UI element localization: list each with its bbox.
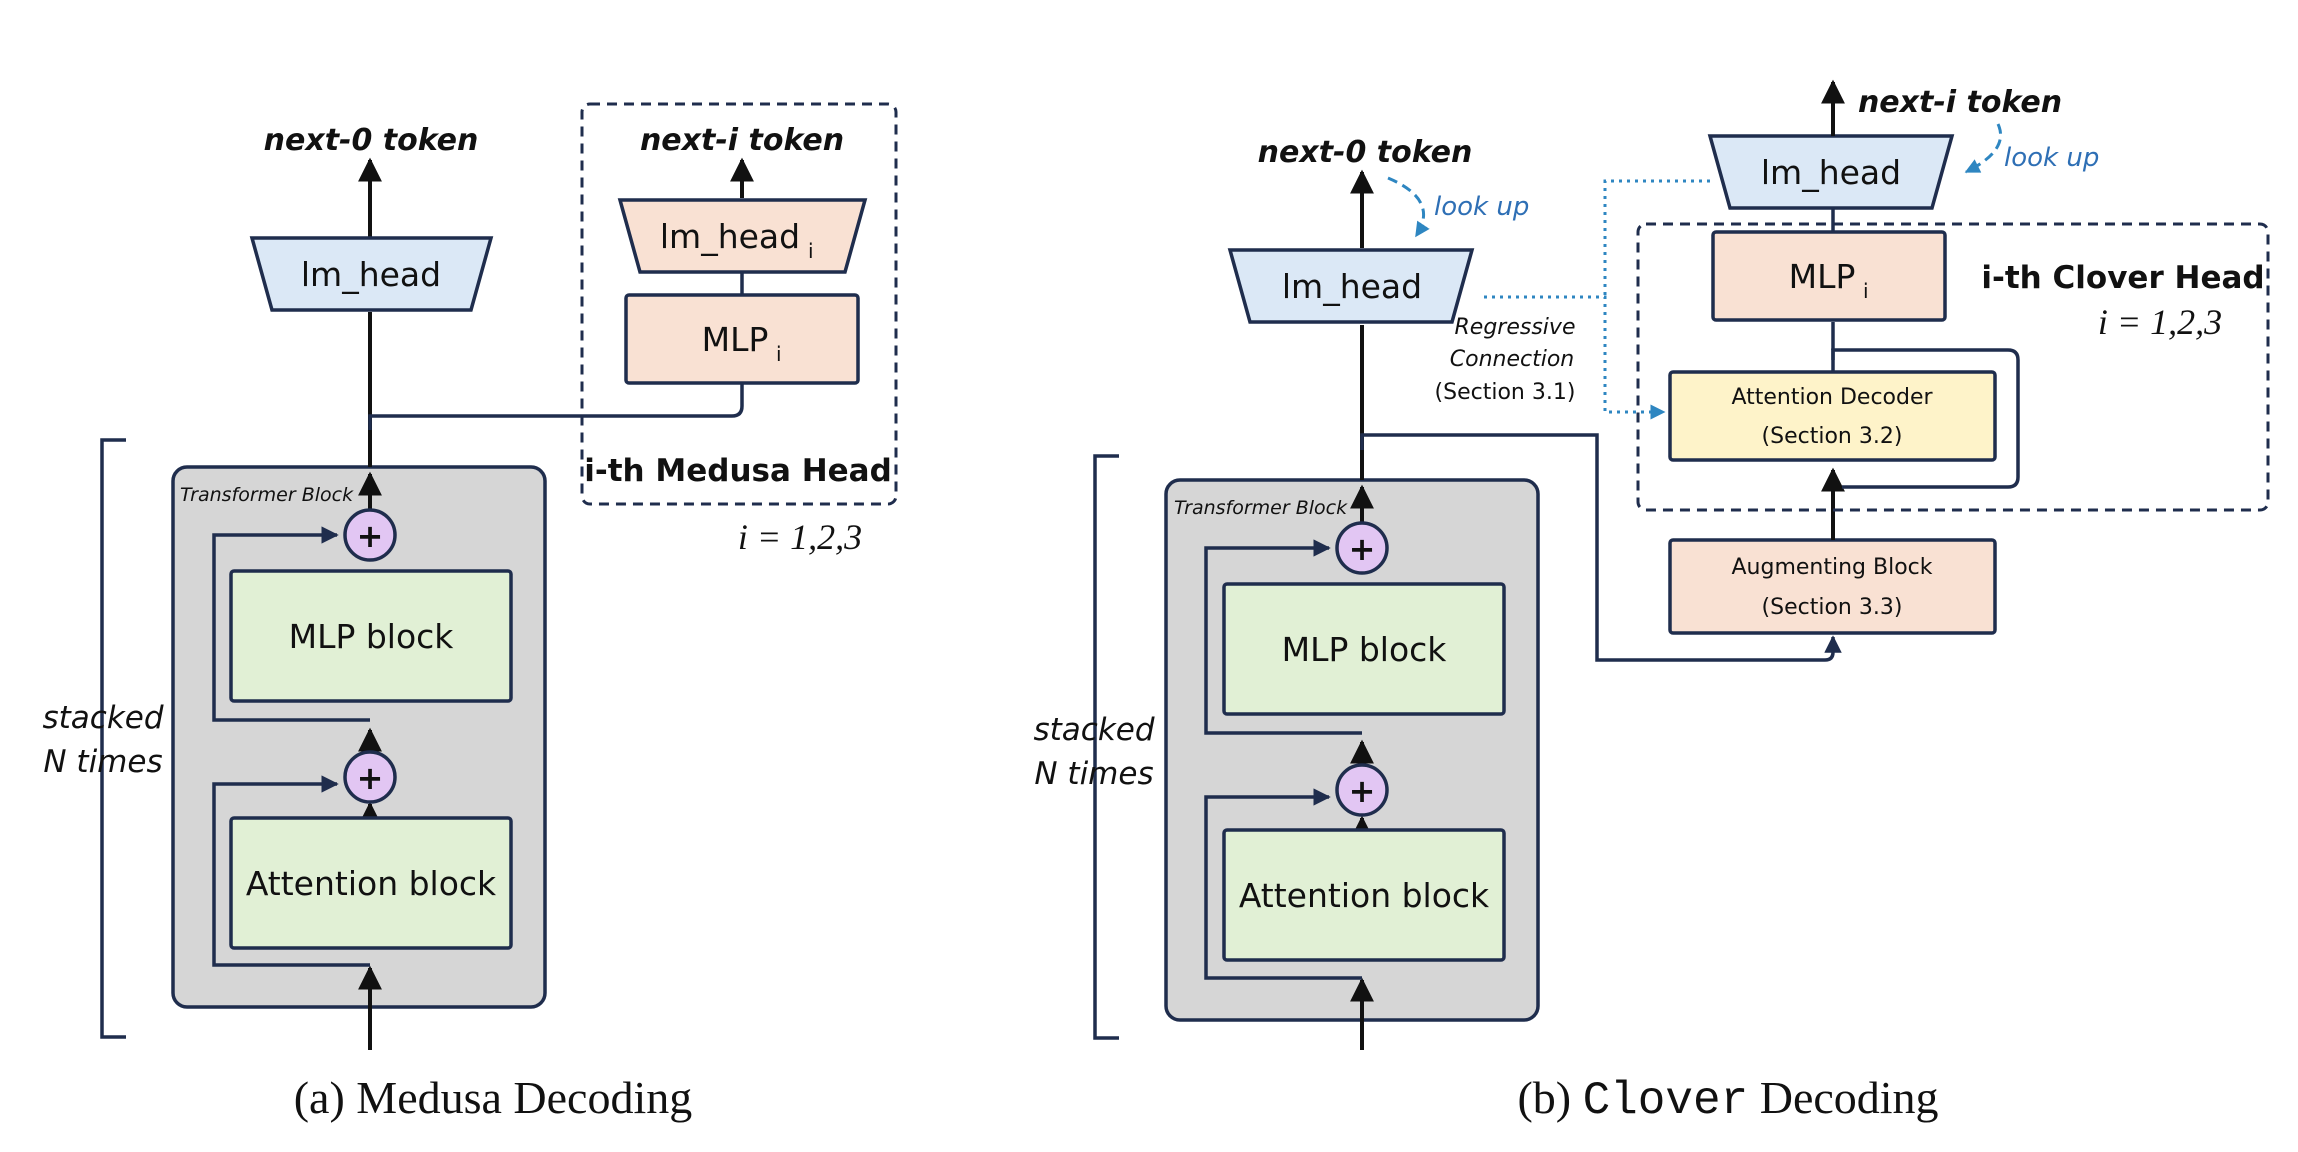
- clover-lm-head: [1227, 248, 1475, 324]
- medusa-attention-block: [229, 816, 513, 950]
- clover-lm-head-top: [1707, 134, 1955, 210]
- svg-text:i: i: [1863, 279, 1869, 303]
- medusa-attention-label: Attention block: [246, 864, 497, 903]
- clover-add-circle-1: [1335, 521, 1389, 575]
- medusa-lm-head: [249, 236, 494, 312]
- medusa-mlp-i-label: MLP: [702, 320, 769, 359]
- medusa-stack-bracket: [100, 438, 126, 1039]
- medusa-transformer-label: Transformer Block: [180, 484, 354, 506]
- clover-head-title: i-th Clover Head: [1981, 260, 2264, 296]
- clover-next-i-token: next-i token: [1858, 85, 2062, 120]
- clover-regressive-2: Connection: [1450, 347, 1574, 372]
- clover-lm-head-label: lm_head: [1282, 267, 1422, 306]
- clover-augmenting-label-2: (Section 3.3): [1762, 595, 1903, 620]
- clover-mlp-i-label: MLP: [1789, 257, 1856, 296]
- svg-text:i: i: [776, 342, 782, 366]
- medusa-panel: stacked N times Transformer Block Attent…: [42, 102, 898, 1123]
- clover-attention-label: Attention block: [1239, 876, 1490, 915]
- medusa-stacked-label: stacked: [42, 700, 163, 736]
- clover-regressive-dotted-1: [1484, 295, 1666, 420]
- medusa-head-index: i = 1,2,3: [738, 517, 862, 557]
- svg-text:+: +: [357, 517, 384, 555]
- medusa-add-circle-1: [343, 508, 397, 562]
- clover-mlp-i: [1711, 230, 1947, 322]
- clover-regressive-1: Regressive: [1455, 315, 1576, 340]
- svg-text:+: +: [1349, 530, 1376, 568]
- clover-attention-block: [1222, 828, 1506, 962]
- medusa-lm-head-i-label: lm_head: [660, 217, 800, 256]
- medusa-caption: (a) Medusa Decoding: [294, 1072, 693, 1123]
- medusa-ntimes-label: N times: [43, 744, 162, 780]
- medusa-next0-token: next-0 token: [264, 123, 479, 158]
- medusa-add-circle-2: [343, 750, 397, 804]
- clover-augmenting-label-1: Augmenting Block: [1731, 555, 1932, 580]
- clover-ntimes-label: N times: [1034, 756, 1153, 792]
- medusa-mlp-i: [624, 293, 860, 385]
- clover-next0-token: next-0 token: [1258, 135, 1473, 170]
- clover-mlp-label: MLP block: [1282, 630, 1448, 669]
- clover-attention-decoder-label-1: Attention Decoder: [1731, 385, 1933, 410]
- clover-regressive-dotted-2: [1603, 179, 1710, 297]
- medusa-next-i-token: next-i token: [640, 123, 844, 158]
- medusa-mlp-label: MLP block: [289, 617, 455, 656]
- clover-stacked-label: stacked: [1033, 712, 1154, 748]
- clover-stack-bracket: [1093, 454, 1119, 1040]
- clover-add-circle-2: [1335, 763, 1389, 817]
- clover-lookup-right: look up: [2004, 143, 2099, 173]
- medusa-head-box: [580, 102, 898, 506]
- medusa-mlp-block: [229, 569, 513, 703]
- svg-text:+: +: [357, 759, 384, 797]
- clover-head-index: i = 1,2,3: [2098, 302, 2222, 342]
- clover-attention-decoder-label-2: (Section 3.2): [1762, 424, 1903, 449]
- svg-text:i: i: [808, 239, 814, 263]
- clover-lookup-left: look up: [1434, 192, 1529, 222]
- clover-lm-head-top-label: lm_head: [1761, 153, 1901, 192]
- medusa-head-title: i-th Medusa Head: [584, 453, 892, 489]
- clover-mlp-block: [1222, 582, 1506, 716]
- clover-transformer-label: Transformer Block: [1174, 497, 1348, 519]
- clover-head-box: [1636, 222, 2270, 512]
- medusa-lm-head-i: [617, 198, 868, 274]
- clover-panel: stacked N times Transformer Block Attent…: [1033, 79, 2270, 1127]
- clover-caption: (b) Clover Decoding: [1517, 1072, 1938, 1127]
- clover-regressive-3: (Section 3.1): [1435, 380, 1576, 405]
- medusa-lm-head-label: lm_head: [301, 255, 441, 294]
- svg-text:+: +: [1349, 772, 1376, 810]
